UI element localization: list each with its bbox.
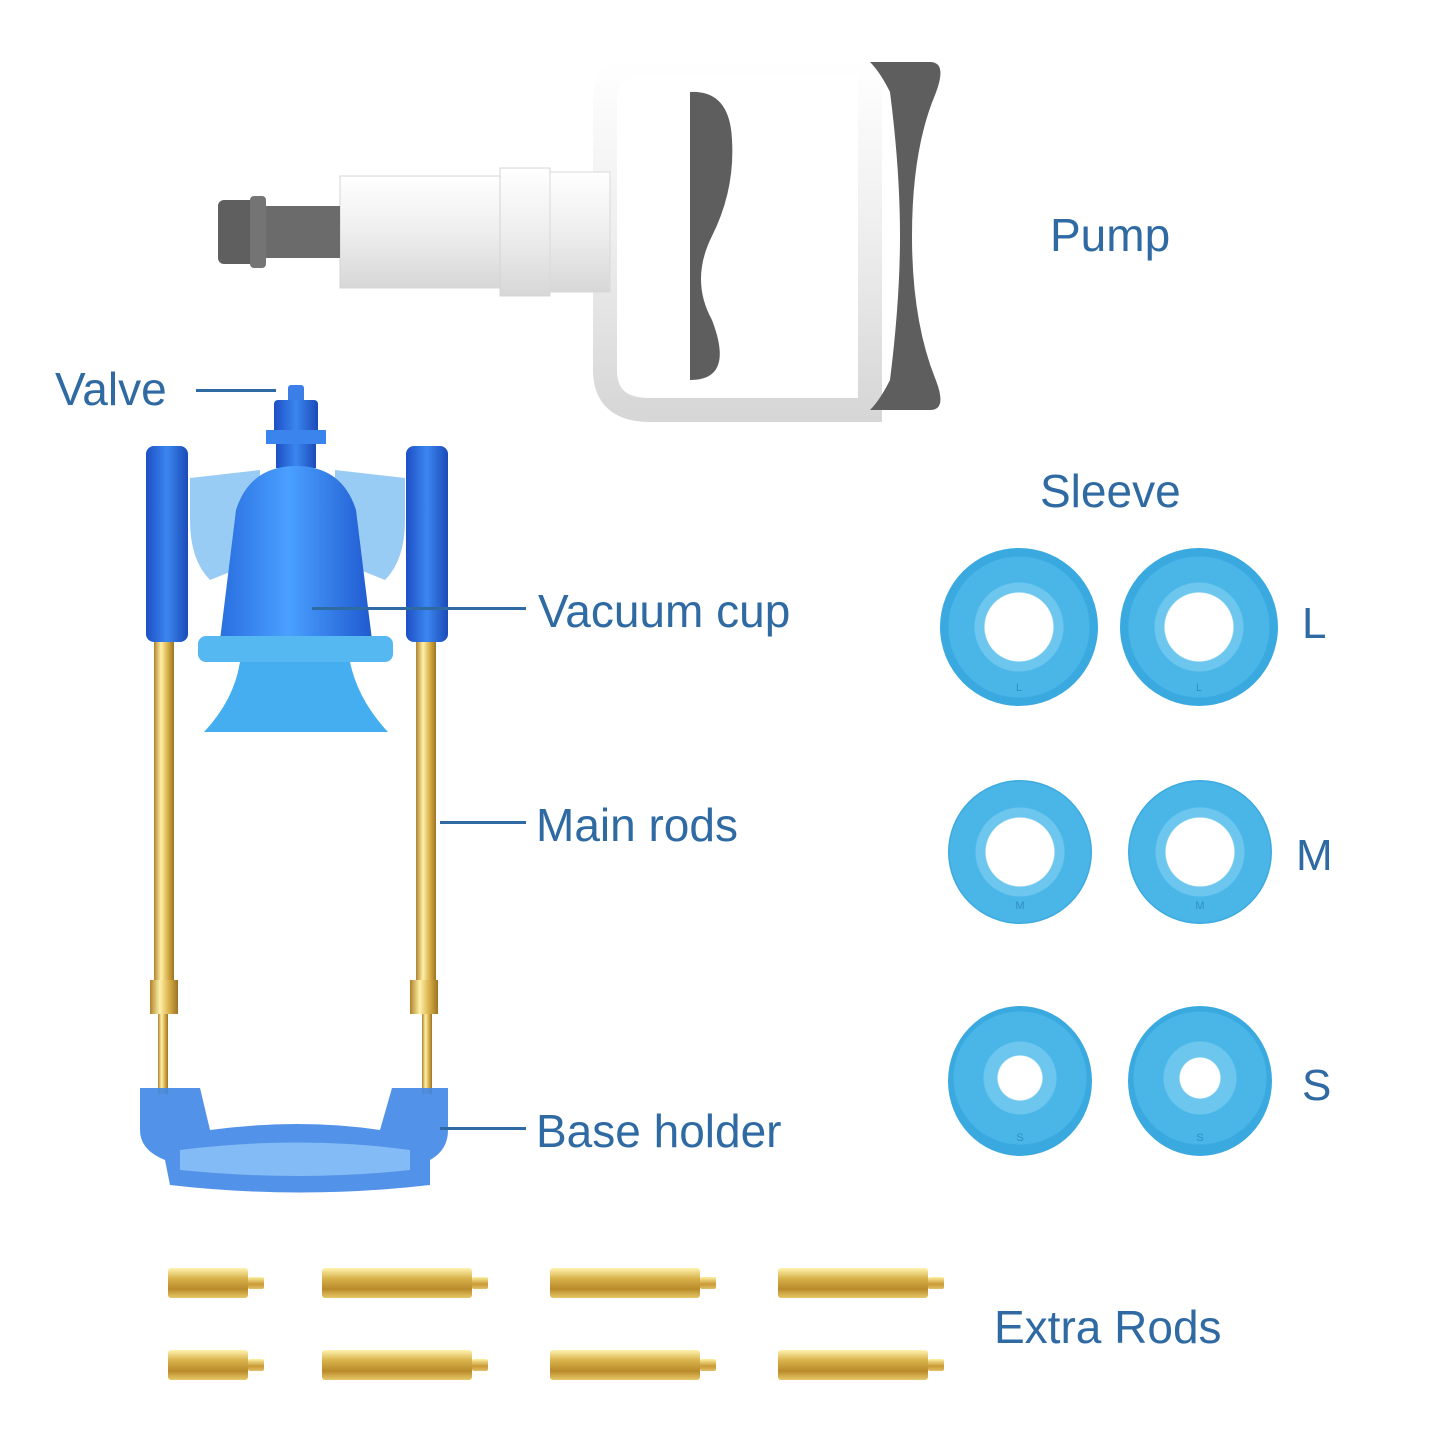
sleeve-mark: M (1015, 900, 1025, 912)
sleeve-m-1: M (948, 780, 1092, 924)
size-m-label: M (1296, 831, 1333, 880)
main-rods-leader-line (440, 821, 526, 824)
extra-rod (322, 1350, 490, 1380)
base-holder-label: Base holder (536, 1105, 782, 1157)
extra-rod (168, 1350, 264, 1380)
sleeve-s-1: S (948, 1006, 1092, 1156)
extra-rod (550, 1268, 718, 1298)
pump-label: Pump (1050, 209, 1171, 261)
valve-label: Valve (55, 363, 167, 415)
extra-rod (322, 1268, 490, 1298)
sleeve-mark: L (1015, 682, 1023, 694)
sleeve-mark: L (1195, 682, 1203, 694)
vacuum-cup-label: Vacuum cup (538, 585, 791, 637)
sleeve-l-2: L (1120, 548, 1278, 706)
extender-illustration (140, 385, 448, 1193)
sleeve-s-2: S (1128, 1006, 1272, 1156)
vacuum-cup-leader-line (312, 607, 526, 610)
main-rods-label: Main rods (536, 799, 738, 851)
sleeve-l-1: L (940, 548, 1098, 706)
size-s-label: S (1302, 1061, 1332, 1110)
sleeve-mark: S (1016, 1132, 1024, 1144)
base-holder-leader-line (440, 1127, 526, 1130)
extra-rod (550, 1350, 718, 1380)
extra-rod (778, 1268, 946, 1298)
sleeve-mark: S (1196, 1132, 1204, 1144)
sleeve-label: Sleeve (1040, 465, 1181, 517)
extra-rod (778, 1350, 946, 1380)
extra-rod (168, 1268, 264, 1298)
extra-rods-label: Extra Rods (994, 1301, 1222, 1353)
sleeve-m-2: M (1128, 780, 1272, 924)
sleeve-mark: M (1195, 900, 1205, 912)
valve-leader-line (196, 389, 276, 392)
pump-illustration (218, 50, 941, 422)
size-l-label: L (1302, 599, 1327, 648)
